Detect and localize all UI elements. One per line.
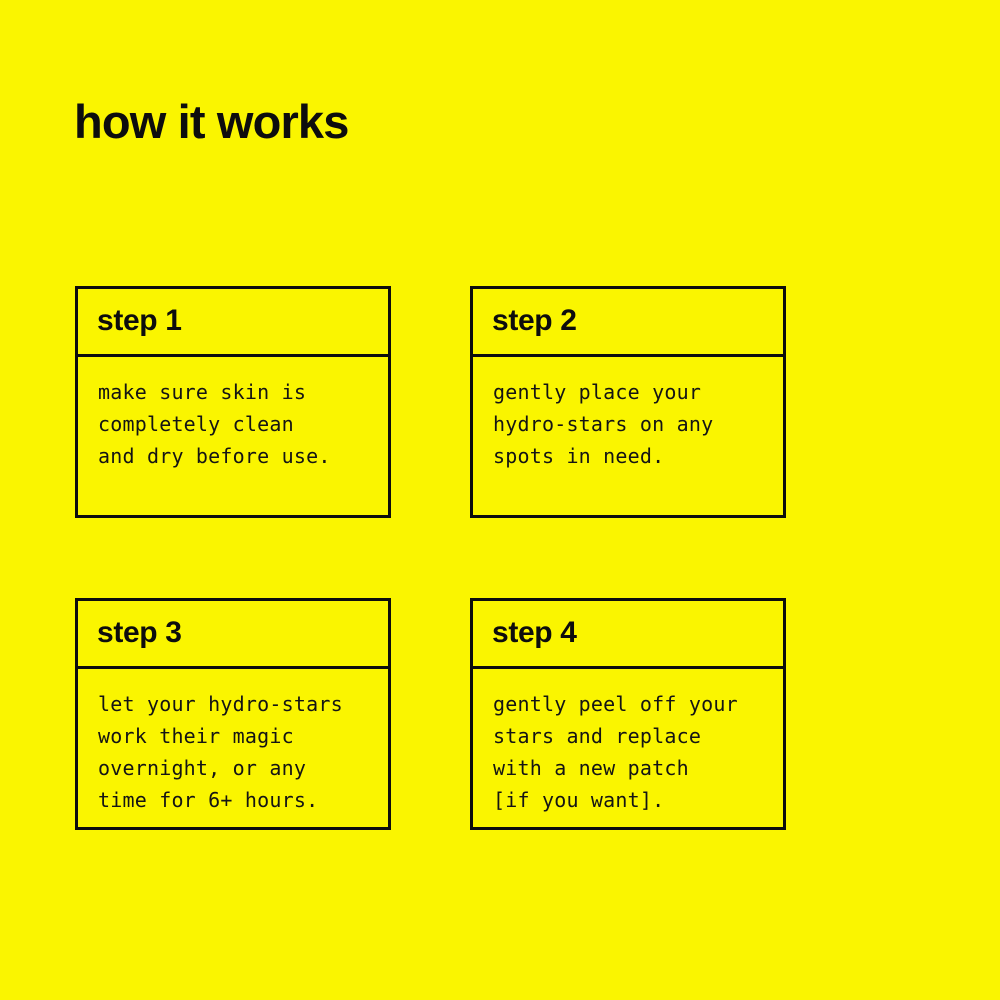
step-card-4-header: step 4 — [473, 601, 783, 669]
step-card-4-line-4: [if you want]. — [493, 788, 665, 812]
step-card-3-line-3: overnight, or any — [98, 756, 307, 780]
step-card-2-title: step 2 — [492, 303, 577, 337]
step-card-3-line-1: let your hydro-stars — [98, 692, 343, 716]
step-card-2-line-3: spots in need. — [493, 444, 665, 468]
step-card-1-line-1: make sure skin is — [98, 380, 307, 404]
step-card-3-title: step 3 — [97, 615, 182, 649]
step-card-4-line-3: with a new patch — [493, 756, 689, 780]
step-card-1: step 1 make sure skin is completely clea… — [75, 286, 391, 518]
steps-grid: step 1 make sure skin is completely clea… — [75, 286, 786, 830]
step-card-1-line-3: and dry before use. — [98, 444, 331, 468]
step-card-3-body: let your hydro-stars work their magic ov… — [78, 669, 388, 827]
step-card-1-line-2: completely clean — [98, 412, 294, 436]
step-card-4-line-1: gently peel off your — [493, 692, 738, 716]
step-card-1-header: step 1 — [78, 289, 388, 357]
step-card-2-body: gently place your hydro-stars on any spo… — [473, 357, 783, 515]
step-card-4-line-2: stars and replace — [493, 724, 702, 748]
step-card-4: step 4 gently peel off your stars and re… — [470, 598, 786, 830]
step-card-4-body: gently peel off your stars and replace w… — [473, 669, 783, 827]
step-card-3-header: step 3 — [78, 601, 388, 669]
page-title: how it works — [74, 95, 349, 148]
step-card-2-header: step 2 — [473, 289, 783, 357]
step-card-2: step 2 gently place your hydro-stars on … — [470, 286, 786, 518]
step-card-2-line-1: gently place your — [493, 380, 702, 404]
step-card-1-title: step 1 — [97, 303, 182, 337]
step-card-3-line-4: time for 6+ hours. — [98, 788, 319, 812]
step-card-3-line-2: work their magic — [98, 724, 294, 748]
step-card-2-line-2: hydro-stars on any — [493, 412, 714, 436]
step-card-3: step 3 let your hydro-stars work their m… — [75, 598, 391, 830]
step-card-1-body: make sure skin is completely clean and d… — [78, 357, 388, 515]
step-card-4-title: step 4 — [492, 615, 577, 649]
